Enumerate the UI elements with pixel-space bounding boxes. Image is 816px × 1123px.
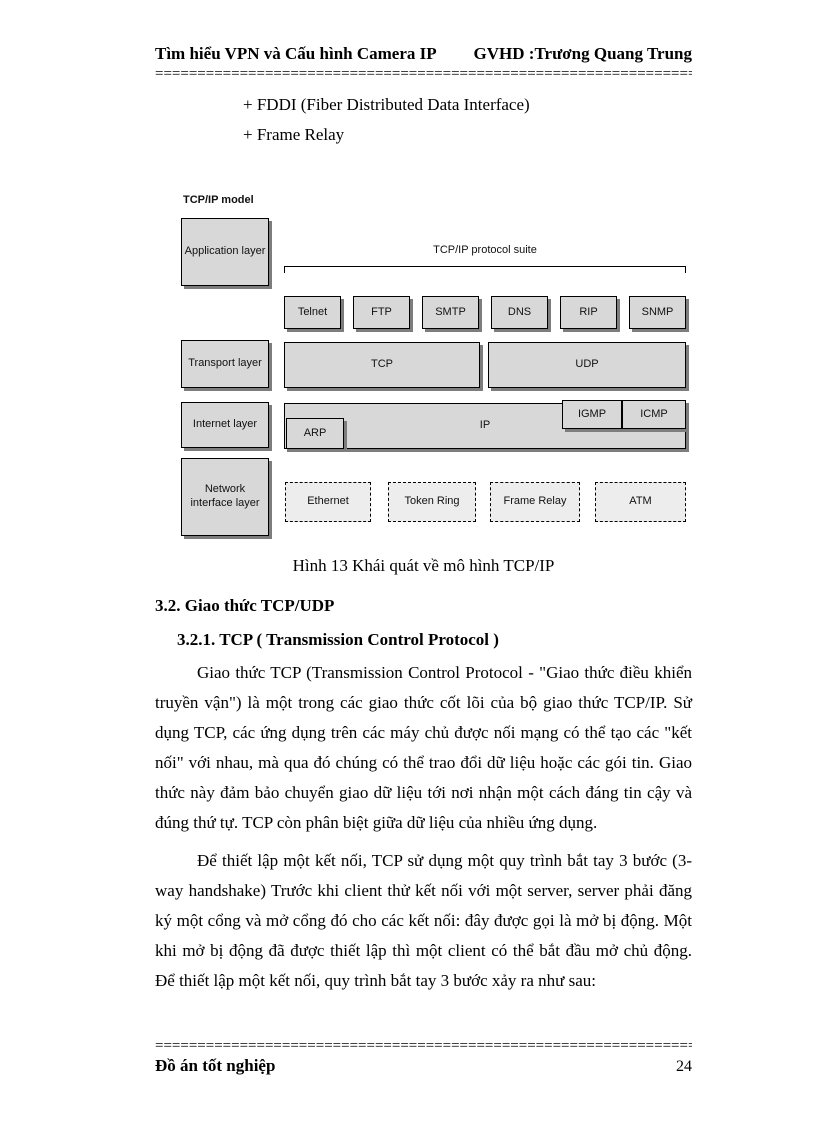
protocol-box-dns: DNS bbox=[491, 296, 548, 329]
header-advisor: GVHD :Trương Quang Trung bbox=[473, 44, 692, 63]
link-box-frame-relay: Frame Relay bbox=[490, 482, 580, 522]
bullet-item-fddi: + FDDI (Fiber Distributed Data Interface… bbox=[243, 95, 530, 114]
section-heading: 3.2. Giao thức TCP/UDP bbox=[155, 596, 335, 615]
protocol-box-telnet: Telnet bbox=[284, 296, 341, 329]
footer-divider: ========================================… bbox=[155, 1040, 692, 1054]
protocol-suite-label: TCP/IP protocol suite bbox=[433, 244, 537, 256]
header-divider: ========================================… bbox=[155, 68, 692, 82]
figure-caption: Hình 13 Khái quát về mô hình TCP/IP bbox=[292, 556, 555, 575]
protocol-box-smtp: SMTP bbox=[422, 296, 479, 329]
layer-box-transport: Transport layer bbox=[181, 340, 269, 388]
page-header: Tìm hiểu VPN và Cấu hình Camera IP GVHD … bbox=[155, 44, 692, 82]
layer-box-network-interface: Network interface layer bbox=[181, 458, 269, 536]
link-box-token-ring: Token Ring bbox=[388, 482, 476, 522]
protocol-box-snmp: SNMP bbox=[629, 296, 686, 329]
protocol-box-arp: ARP bbox=[286, 418, 344, 449]
page-footer: ========================================… bbox=[155, 1036, 692, 1076]
header-title: Tìm hiểu VPN và Cấu hình Camera IP bbox=[155, 44, 437, 63]
body-paragraph-2: Để thiết lập một kết nối, TCP sử dụng mộ… bbox=[155, 851, 692, 990]
protocol-box-icmp: ICMP bbox=[622, 400, 686, 429]
diagram-model-label: TCP/IP model bbox=[183, 194, 254, 206]
footer-row: Đồ án tốt nghiệp 24 bbox=[155, 1056, 692, 1076]
protocol-box-igmp: IGMP bbox=[562, 400, 622, 429]
protocol-box-udp: UDP bbox=[488, 342, 686, 388]
protocol-suite-bracket bbox=[284, 266, 686, 273]
tcpip-model-diagram: TCP/IP model Application layer Transport… bbox=[181, 190, 693, 540]
header-row: Tìm hiểu VPN và Cấu hình Camera IP GVHD … bbox=[155, 44, 692, 64]
link-box-ethernet: Ethernet bbox=[285, 482, 371, 522]
footer-title: Đồ án tốt nghiệp bbox=[155, 1056, 276, 1075]
link-box-atm: ATM bbox=[595, 482, 686, 522]
body-paragraph-1: Giao thức TCP (Transmission Control Prot… bbox=[155, 663, 692, 832]
subsection-heading: 3.2.1. TCP ( Transmission Control Protoc… bbox=[177, 630, 499, 649]
layer-box-application: Application layer bbox=[181, 218, 269, 286]
protocol-box-ftp: FTP bbox=[353, 296, 410, 329]
bullet-item-frame-relay: + Frame Relay bbox=[243, 125, 345, 144]
protocol-box-tcp: TCP bbox=[284, 342, 480, 388]
protocol-box-rip: RIP bbox=[560, 296, 617, 329]
layer-box-internet: Internet layer bbox=[181, 402, 269, 448]
page-number: 24 bbox=[676, 1058, 692, 1075]
bullet-list: + FDDI (Fiber Distributed Data Interface… bbox=[155, 90, 692, 150]
